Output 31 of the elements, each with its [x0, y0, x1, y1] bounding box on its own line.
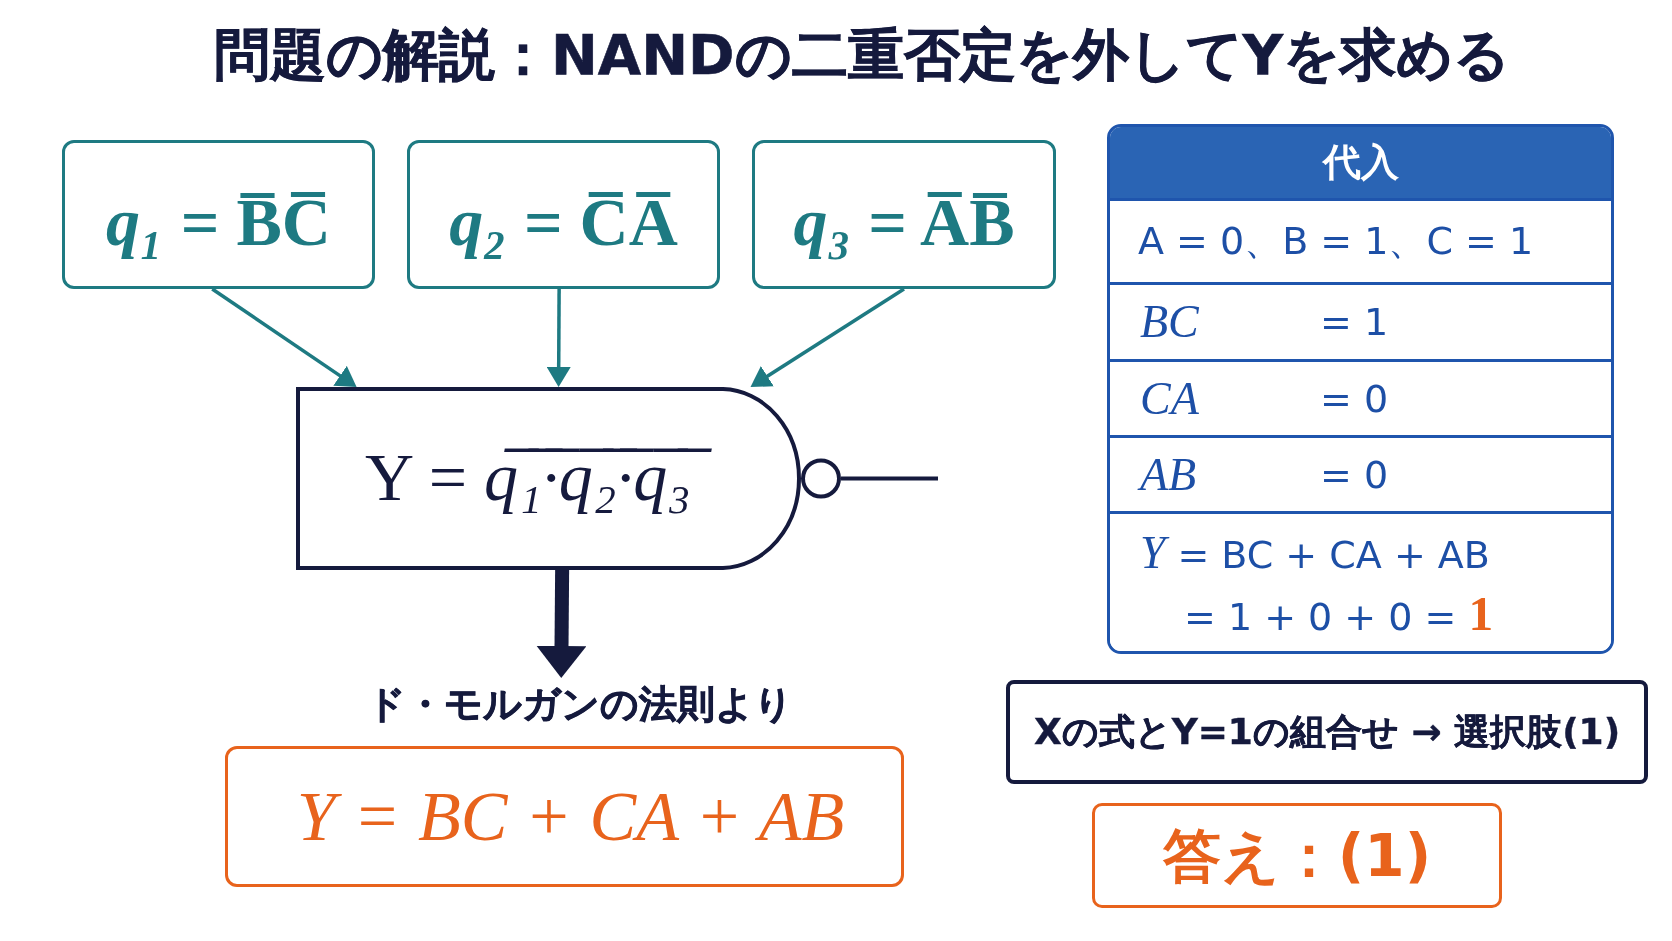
answer-text: 答え：(1): [1162, 820, 1432, 891]
substitution-table: [1107, 124, 1614, 654]
answer-box: [1092, 803, 1502, 908]
formula-box: [752, 140, 1056, 289]
conclusion-text: Xの式とY=1の組合せ → 選択肢(1): [1033, 710, 1621, 754]
formula-text: Y = BC + CA + AB: [295, 776, 846, 857]
conclusion-box: [1006, 680, 1648, 784]
formula-text: CA: [1140, 372, 1200, 426]
formula-text: q₁ = B̅C̅: [105, 182, 332, 262]
arrow: [750, 287, 905, 387]
arrow: [546, 289, 571, 387]
rule-note: ド・モルガンの法則より: [367, 681, 793, 728]
result-box: [225, 746, 904, 887]
formula-text: q₃ = A̅B̅: [792, 182, 1016, 262]
formula-box: [62, 140, 375, 289]
value-text: = 1: [1320, 299, 1389, 346]
table-header: 代入: [1110, 127, 1611, 198]
arrow: [211, 287, 357, 387]
formula-text: Y = q̅₁̅·̅q̅₂̅·̅q̅₃̅: [351, 427, 721, 527]
formula-text: = 1 + 0 + 0 = 1: [1184, 588, 1494, 643]
formula-text: q₂ = C̅A̅: [448, 182, 679, 262]
formula-text: Y = BC + CA + AB: [1140, 528, 1490, 580]
formula-text: BC: [1140, 295, 1200, 349]
value-text: = 0: [1320, 452, 1389, 499]
arrow: [536, 569, 587, 678]
nand-gate: [296, 387, 801, 570]
formula-box: [407, 140, 720, 289]
formula-text: A = 0、B = 1、C = 1: [1138, 218, 1534, 265]
title: 問題の解説：NANDの二重否定を外してYを求める: [213, 21, 1511, 89]
value-text: = 0: [1320, 376, 1389, 423]
table-row: [1110, 511, 1611, 651]
